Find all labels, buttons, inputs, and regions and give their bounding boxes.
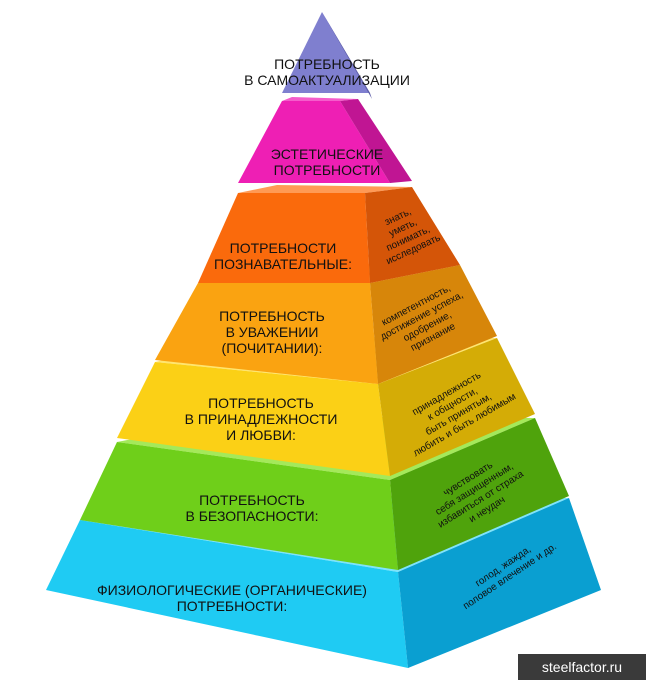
tier-label-line: ПОТРЕБНОСТЬ [219,308,325,324]
tier-label-line: ПОТРЕБНОСТЬ [199,492,305,508]
tier-side-aesthetic [340,99,412,183]
tier-label-line: В БЕЗОПАСНОСТИ: [185,508,319,524]
tier-front-cognitive [198,193,370,283]
tier-side-physiological [398,498,601,668]
tier-label-line: ПОТРЕБНОСТИ [229,240,337,256]
tier-label-line: И ЛЮБВИ: [226,427,296,443]
tier-side-belonging [378,338,535,476]
tier-front-esteem [155,283,378,384]
tier-label-line: В ПРИНАДЛЕЖНОСТИ [184,411,338,427]
tier-label-line: В УВАЖЕНИИ [225,324,319,340]
tier-front-belonging [117,362,390,476]
tier-label-line: ПОЗНАВАТЕЛЬНЫЕ: [214,256,352,272]
tier-front-aesthetic [238,101,390,183]
tier-label-line: ПОТРЕБНОСТЬ [208,395,314,411]
tier-label-line: ПОТРЕБНОСТЬ [274,56,380,72]
tier-top-cognitive [238,185,412,193]
tier-side-esteem [370,265,497,384]
tier-label-line: В САМОАКТУАЛИЗАЦИИ [244,72,410,88]
tier-side-safety [390,418,569,570]
tier-label-line: (ПОЧИТАНИИ): [221,340,323,356]
tier-side-cognitive [365,187,460,283]
tier-top-aesthetic [282,97,358,101]
tier-front-self-actualization [282,12,370,93]
tier-label-line: ПОТРЕБНОСТИ: [176,598,288,614]
tier-label-line: ЭСТЕТИЧЕСКИЕ [270,146,384,162]
tier-front-safety [80,442,398,570]
tier-side-self-actualization [322,12,372,99]
watermark: steelfactor.ru [518,654,646,680]
tier-label-line: ФИЗИОЛОГИЧЕСКИЕ (ОРГАНИЧЕСКИЕ) [97,582,367,598]
tier-front-physiological [46,520,408,668]
tier-label-line: ПОТРЕБНОСТИ [273,162,381,178]
tier-label-physiological: ФИЗИОЛОГИЧЕСКИЕ (ОРГАНИЧЕСКИЕ)ПОТРЕБНОСТ… [97,582,367,614]
